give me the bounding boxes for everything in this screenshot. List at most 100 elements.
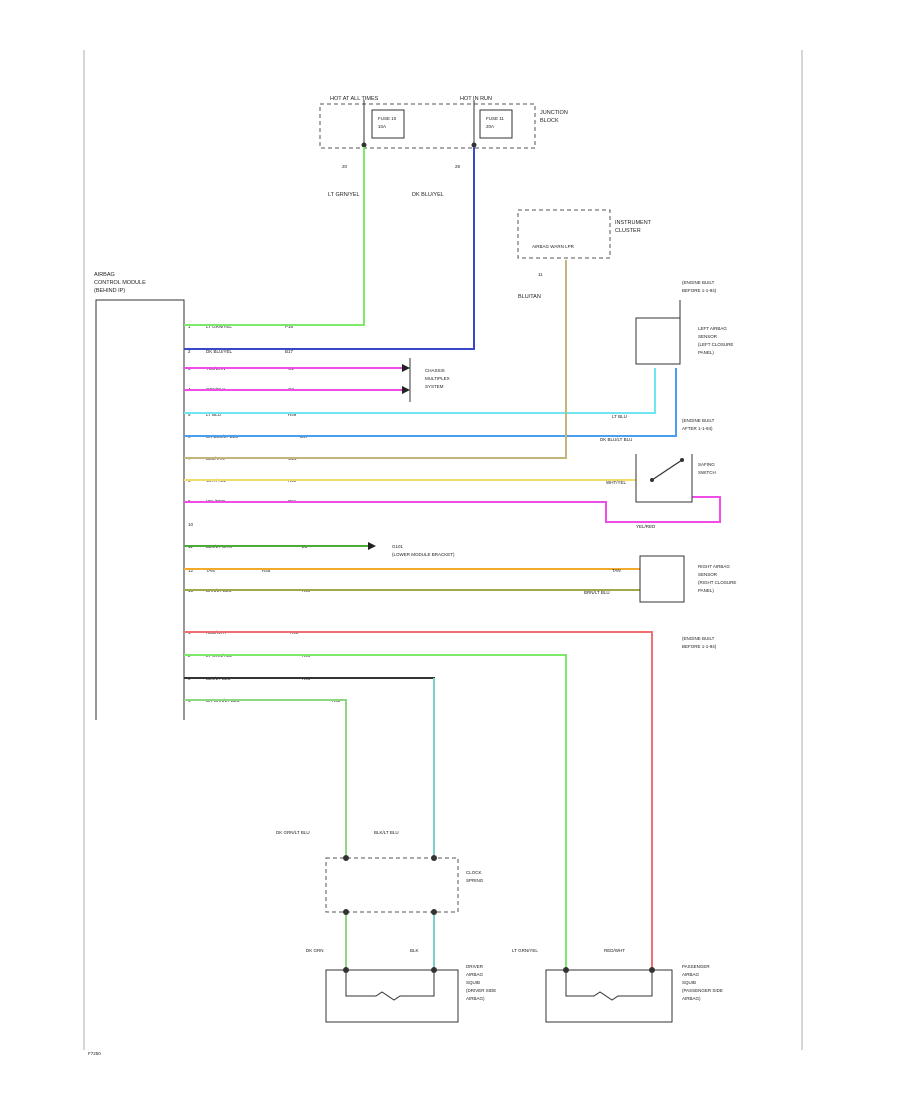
- svg-text:PANEL): PANEL): [698, 588, 714, 593]
- svg-text:PASSENGER: PASSENGER: [682, 964, 710, 969]
- instrument-label-1: INSTRUMENT: [615, 220, 652, 226]
- fuse-10-label: FUSE 10: [378, 116, 397, 121]
- junction-label-1: JUNCTION: [540, 110, 568, 116]
- svg-text:SAFING: SAFING: [698, 462, 715, 467]
- wire-yel-red: [184, 496, 721, 523]
- svg-text:(ENGINE BUILT: (ENGINE BUILT: [682, 280, 715, 285]
- svg-text:(DRIVER SIDE: (DRIVER SIDE: [466, 988, 496, 993]
- wire-dk-blu-yel: [184, 147, 475, 350]
- svg-text:BRN/LT BLU: BRN/LT BLU: [584, 590, 610, 595]
- svg-text:(ENGINE BUILT: (ENGINE BUILT: [682, 636, 715, 641]
- clock-spring: CLOCK SPRING DK GRN/LT BLU BLK/LT BLU DK…: [276, 830, 484, 953]
- svg-text:B17: B17: [285, 349, 294, 354]
- svg-text:10: 10: [188, 522, 194, 527]
- svg-text:BEFORE 1-1-94): BEFORE 1-1-94): [682, 644, 717, 649]
- fuse-11-amp: 20A: [486, 124, 494, 129]
- svg-text:TAN: TAN: [206, 568, 215, 573]
- svg-text:(LOWER MODULE BRACKET): (LOWER MODULE BRACKET): [392, 552, 455, 557]
- svg-text:5: 5: [188, 412, 191, 417]
- wire-lt-grn-yel-lower: [184, 654, 567, 970]
- svg-text:CHASSIS: CHASSIS: [425, 368, 445, 373]
- svg-text:LT GRN/YEL: LT GRN/YEL: [512, 948, 538, 953]
- svg-text:DRIVER: DRIVER: [466, 964, 484, 969]
- left-airbag-sensor: (ENGINE BUILT BEFORE 1-1-94) LEFT AIRBAG…: [600, 280, 733, 442]
- svg-text:SQUIB: SQUIB: [682, 980, 696, 985]
- wire-lt-blu: [184, 368, 656, 414]
- svg-text:R49: R49: [288, 412, 297, 417]
- svg-text:SENSOR: SENSOR: [698, 334, 718, 339]
- fuse-11-label: FUSE 11: [486, 116, 504, 121]
- svg-text:1: 1: [188, 324, 191, 329]
- svg-text:YEL/RED: YEL/RED: [636, 524, 656, 529]
- svg-text:DK BLU/LT BLU: DK BLU/LT BLU: [600, 437, 632, 442]
- svg-text:LEFT AIRBAG: LEFT AIRBAG: [698, 326, 727, 331]
- junction-wire-right: DK BLU/YEL: [412, 192, 444, 198]
- svg-text:(ENGINE BUILT: (ENGINE BUILT: [682, 418, 715, 423]
- svg-text:SYSTEM: SYSTEM: [425, 384, 444, 389]
- svg-text:G101: G101: [392, 544, 404, 549]
- svg-text:P16: P16: [285, 324, 294, 329]
- svg-text:BLK: BLK: [410, 948, 419, 953]
- airbag-control-module: AIRBAG CONTROL MODULE (BEHIND IP): [94, 272, 185, 720]
- svg-text:(RIGHT CLOSURE: (RIGHT CLOSURE: [698, 580, 736, 585]
- driver-airbag-squib: DRIVER AIRBAG SQUIB (DRIVER SIDE AIRBAG): [325, 964, 496, 1023]
- module-label-2: CONTROL MODULE: [94, 280, 146, 286]
- wire-dk-grn-lt-blu: [184, 699, 347, 855]
- module-label-1: AIRBAG: [94, 272, 115, 278]
- svg-text:DK BLU/YEL: DK BLU/YEL: [206, 349, 233, 354]
- svg-text:BEFORE 1-1-94): BEFORE 1-1-94): [682, 288, 717, 293]
- svg-text:SENSOR: SENSOR: [698, 572, 718, 577]
- svg-text:CLOCK: CLOCK: [466, 870, 482, 875]
- instrument-inner-label: AIRBAG WARN LPR: [532, 244, 575, 249]
- svg-text:LT BLU: LT BLU: [612, 414, 627, 419]
- svg-text:AIRBAG): AIRBAG): [682, 996, 701, 1001]
- connector-arrow: [402, 364, 410, 372]
- svg-text:R48: R48: [262, 568, 271, 573]
- svg-text:DK GRN: DK GRN: [306, 948, 324, 953]
- svg-text:PANEL): PANEL): [698, 350, 714, 355]
- svg-text:SWITCH: SWITCH: [698, 470, 716, 475]
- svg-text:BLK/LT BLU: BLK/LT BLU: [374, 830, 399, 835]
- right-airbag-sensor: RIGHT AIRBAG SENSOR (RIGHT CLOSURE PANEL…: [584, 555, 736, 649]
- svg-text:MULTIPLEX: MULTIPLEX: [425, 376, 450, 381]
- svg-text:TAN: TAN: [612, 568, 621, 573]
- wire-red-wht: [184, 631, 653, 970]
- fuse-10-amp: 10A: [378, 124, 386, 129]
- svg-text:SQUIB: SQUIB: [466, 980, 480, 985]
- junction-wire-left: LT GRN/YEL: [328, 192, 360, 198]
- junction-pin-right: 28: [455, 164, 461, 169]
- wire-dk-blu-lt-blu: [184, 368, 677, 437]
- connector-arrow: [402, 386, 410, 394]
- figure-code: F7250: [88, 1051, 101, 1056]
- hot-in-run-label: HOT IN RUN: [460, 96, 492, 102]
- svg-text:2: 2: [188, 349, 191, 354]
- svg-text:12: 12: [188, 568, 194, 573]
- junction-pin-left: 20: [342, 164, 348, 169]
- svg-text:AIRBAG: AIRBAG: [466, 972, 484, 977]
- svg-text:DK GRN/LT BLU: DK GRN/LT BLU: [276, 830, 310, 835]
- junction-label-2: BLOCK: [540, 118, 559, 124]
- junction-block: HOT AT ALL TIMES HOT IN RUN FUSE 10 10A …: [319, 96, 568, 198]
- svg-text:SPRING: SPRING: [466, 878, 484, 883]
- instrument-wire: BLU/TAN: [518, 294, 541, 300]
- svg-text:RED/WHT: RED/WHT: [604, 948, 625, 953]
- svg-text:(PASSENGER SIDE: (PASSENGER SIDE: [682, 988, 723, 993]
- wire-blu-tan: [184, 260, 567, 459]
- ground-g101: G101 (LOWER MODULE BRACKET): [368, 542, 455, 557]
- safing-switch: (ENGINE BUILT AFTER 1-1-94) SAFING SWITC…: [606, 418, 716, 529]
- hot-at-all-times-label: HOT AT ALL TIMES: [330, 96, 379, 102]
- passenger-airbag-squib: LT GRN/YEL RED/WHT PASSENGER AIRBAG SQUI…: [512, 948, 723, 1023]
- instrument-pin: 11: [538, 272, 543, 277]
- svg-text:WHT/YEL: WHT/YEL: [606, 480, 626, 485]
- svg-text:(LEFT CLOSURE: (LEFT CLOSURE: [698, 342, 733, 347]
- wire-lt-grn-yel: [184, 147, 365, 326]
- module-label-3: (BEHIND IP): [94, 288, 125, 294]
- instrument-label-2: CLUSTER: [615, 228, 641, 234]
- wire-blk-lt-blu: [184, 677, 435, 855]
- svg-text:AFTER 1-1-94): AFTER 1-1-94): [682, 426, 713, 431]
- instrument-cluster: INSTRUMENT CLUSTER AIRBAG WARN LPR 11 BL…: [517, 209, 652, 300]
- svg-text:AIRBAG: AIRBAG: [682, 972, 700, 977]
- svg-text:LT BLU: LT BLU: [206, 412, 221, 417]
